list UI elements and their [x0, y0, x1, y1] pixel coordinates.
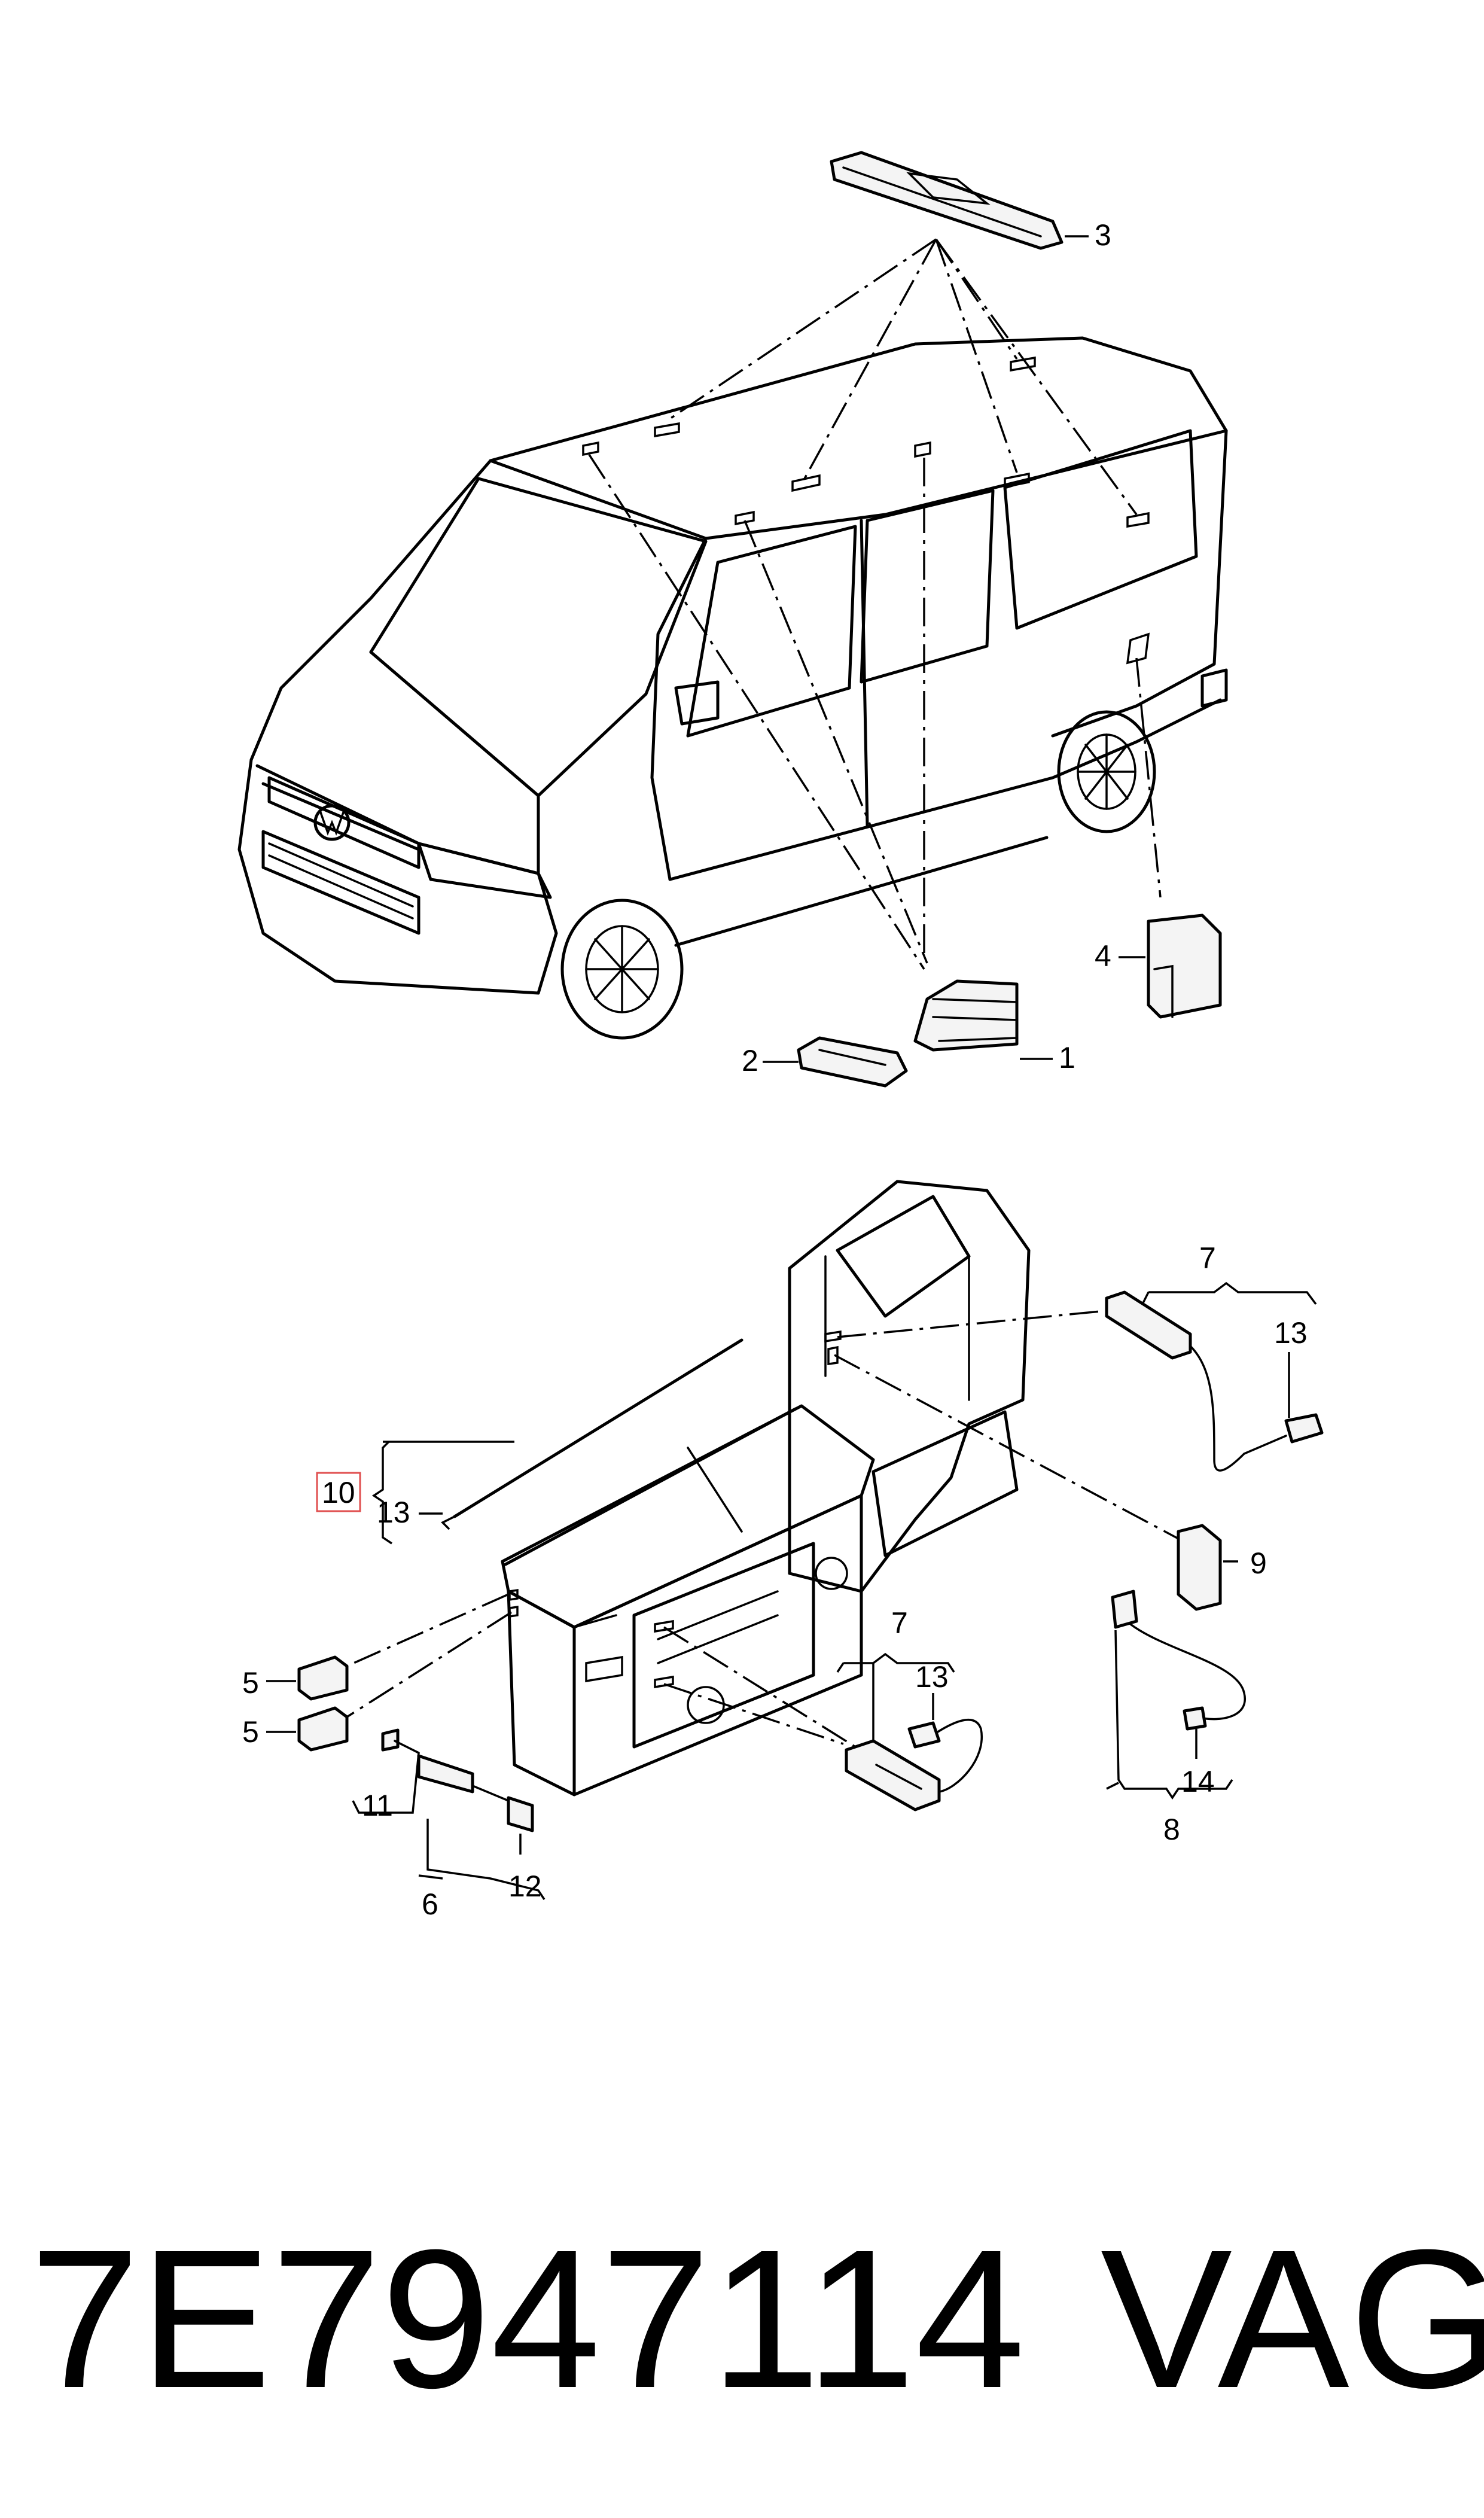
label-part-7-upper: 7 [1199, 1241, 1216, 1275]
label-part-8: 8 [1163, 1813, 1180, 1846]
wiring-harness [381, 1728, 534, 1832]
bench-illustration [501, 1180, 1031, 1797]
label-part-14: 14 [1181, 1765, 1215, 1798]
leader-lines-top [588, 238, 1162, 970]
label-part-6: 6 [422, 1887, 438, 1921]
label-part-3: 3 [1095, 218, 1111, 252]
footer: 7E7947114 VAG [30, 2208, 1484, 2429]
small-lamp-lens [797, 1036, 908, 1088]
label-part-11: 11 [362, 1789, 393, 1822]
label-part-9: 9 [1250, 1546, 1267, 1580]
roof-lamp-strip [830, 151, 1064, 250]
label-part-13-lower: 13 [915, 1660, 949, 1694]
front-wheel-icon [560, 899, 684, 1040]
label-part-5-upper: 5 [242, 1666, 259, 1700]
van-illustration [237, 336, 1228, 1040]
label-part-1: 1 [1059, 1041, 1075, 1074]
mounting-clip [1177, 1524, 1222, 1611]
rear-wheel-icon [1057, 710, 1156, 833]
label-part-10: 10 [322, 1476, 355, 1509]
label-part-2: 2 [742, 1044, 758, 1077]
interior-light-module [913, 979, 1019, 1052]
switch-lower [297, 1706, 349, 1752]
control-unit [1147, 914, 1222, 1019]
label-part-7-lower: 7 [891, 1606, 908, 1640]
vw-badge-icon [313, 804, 351, 841]
part-number: 7E7947114 [30, 2208, 1025, 2429]
label-part-13-upper: 13 [1274, 1316, 1308, 1350]
callout-labels: 3 1 2 4 7 13 10 13 9 7 13 5 5 11 12 6 14… [242, 218, 1308, 1921]
light-strips [441, 1338, 797, 1566]
label-part-13-left: 13 [377, 1496, 410, 1529]
leader-lines-bottom [346, 1309, 1188, 1748]
lamp-lower-right [1111, 1590, 1247, 1731]
label-part-12: 12 [508, 1870, 542, 1903]
brand-name: VAG [1101, 2208, 1484, 2429]
highlight-box [316, 1472, 361, 1512]
lamp-lower-center [845, 1718, 983, 1811]
label-part-4: 4 [1095, 939, 1111, 973]
lamp-upper-right [1105, 1290, 1324, 1472]
callout-brackets [266, 235, 1317, 1900]
label-part-5-lower: 5 [242, 1715, 259, 1749]
switch-upper [297, 1655, 349, 1701]
